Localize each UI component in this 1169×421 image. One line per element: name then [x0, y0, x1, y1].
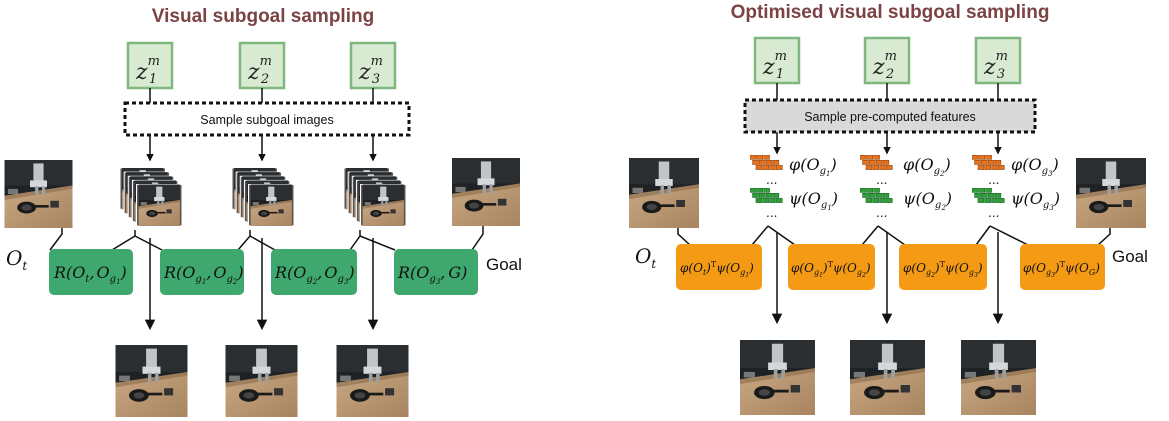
- right-score-box-4: φ(Og3)Tψ(OG): [1020, 244, 1105, 290]
- latent-sup: m: [148, 54, 160, 69]
- latent-sup: m: [371, 54, 383, 69]
- left-current-observation-image: [4, 160, 73, 228]
- latent-base: z: [358, 60, 371, 85]
- left-subgoal-stack-3: [344, 168, 406, 226]
- right-score-box-1: φ(Ot)Tψ(Og1): [676, 244, 762, 290]
- ellipsis: ...: [766, 173, 777, 187]
- latent-sub: 3: [372, 72, 380, 87]
- right-result-image-1: [740, 340, 815, 415]
- left-goal-image: [452, 158, 520, 226]
- svg-text:zm1: zm 1: [135, 54, 160, 87]
- ellipsis: ...: [766, 206, 777, 220]
- latent-sup: m: [260, 54, 272, 69]
- right-feature-group-2: ... ... φ(Og2) ψ(Og2): [860, 155, 952, 220]
- svg-text:φ(Og2): φ(Og2): [903, 155, 951, 178]
- orange-feature-block: [750, 155, 783, 170]
- left-goal-label: Goal: [486, 255, 522, 274]
- svg-text:ψ(Og2): ψ(Og2): [903, 189, 952, 212]
- left-reward-box-4: R(Og3,G): [394, 249, 478, 295]
- green-feature-block: [860, 188, 893, 203]
- right-result-image-2: [850, 340, 925, 415]
- left-subgoal-stack-1: [120, 168, 182, 226]
- green-feature-block: [972, 188, 1005, 203]
- right-goal-image: [1076, 158, 1146, 228]
- right-panel-title: Optimised visual subgoal sampling: [731, 2, 1050, 23]
- right-score-box-2: φ(Og1)Tψ(Og2): [788, 244, 875, 290]
- right-current-observation-image: [629, 158, 699, 228]
- latent-base: z: [135, 60, 148, 85]
- svg-text:zm2: zm 2: [247, 54, 272, 87]
- svg-text:R(Og3,G): R(Og3,G): [397, 263, 467, 286]
- ellipsis: ...: [988, 206, 999, 220]
- left-latent-z3: zm 3: [349, 41, 397, 90]
- left-reward-box-3: R(Og2,Og3): [271, 249, 357, 295]
- svg-text:φ(Ot)Tψ(Og1): φ(Ot)Tψ(Og1): [680, 260, 754, 279]
- right-sample-label: Sample pre-computed features: [804, 110, 976, 124]
- svg-text:zm3: zm 3: [358, 54, 383, 87]
- ellipsis: ...: [876, 173, 887, 187]
- latent-sub: 1: [149, 72, 157, 87]
- left-panel-title: Visual subgoal sampling: [152, 6, 374, 27]
- left-latent-z1: zm 1: [126, 41, 174, 90]
- latent-sub: 2: [260, 72, 269, 87]
- left-result-image-2: [225, 345, 298, 417]
- left-obs-label: Ot: [6, 246, 27, 273]
- green-feature-block: [750, 188, 783, 203]
- svg-text:φ(Og3): φ(Og3): [1011, 155, 1059, 178]
- left-sample-label: Sample subgoal images: [200, 113, 333, 127]
- left-subgoal-stack-2: [232, 168, 294, 226]
- left-reward-box-1: R(Ot,Og1): [49, 249, 133, 295]
- svg-text:R(Ot,Og1): R(Ot,Og1): [53, 263, 127, 286]
- right-obs-label: Ot: [635, 244, 656, 271]
- right-feature-group-3: ... ... φ(Og3) ψ(Og3): [972, 155, 1060, 220]
- left-sample-box: [123, 101, 411, 137]
- svg-text:zm3: zm3: [983, 49, 1008, 82]
- orange-feature-block: [860, 155, 893, 170]
- right-goal-label: Goal: [1112, 247, 1148, 266]
- ellipsis: ...: [876, 206, 887, 220]
- left-result-image-3: [336, 345, 409, 417]
- right-sample-box: [743, 98, 1037, 134]
- svg-text:zm1: zm1: [762, 49, 787, 82]
- latent-base: z: [247, 60, 260, 85]
- orange-feature-block: [972, 155, 1005, 170]
- left-latent-z2: zm 2: [238, 41, 286, 90]
- left-result-image-1: [115, 345, 188, 417]
- right-result-image-3: [961, 340, 1036, 415]
- svg-text:zm2: zm2: [872, 49, 897, 82]
- right-score-box-3: φ(Og2)Tψ(Og3): [899, 244, 987, 290]
- right-feature-group-1: ... ... φ(Og1) ψ(Og1): [750, 155, 838, 220]
- svg-text:ψ(Og3): ψ(Og3): [1011, 189, 1060, 212]
- left-reward-box-2: R(Og1,Og2): [160, 249, 244, 295]
- svg-text:ψ(Og1): ψ(Og1): [789, 189, 838, 212]
- svg-text:φ(Og1): φ(Og1): [789, 155, 837, 178]
- ellipsis: ...: [988, 173, 999, 187]
